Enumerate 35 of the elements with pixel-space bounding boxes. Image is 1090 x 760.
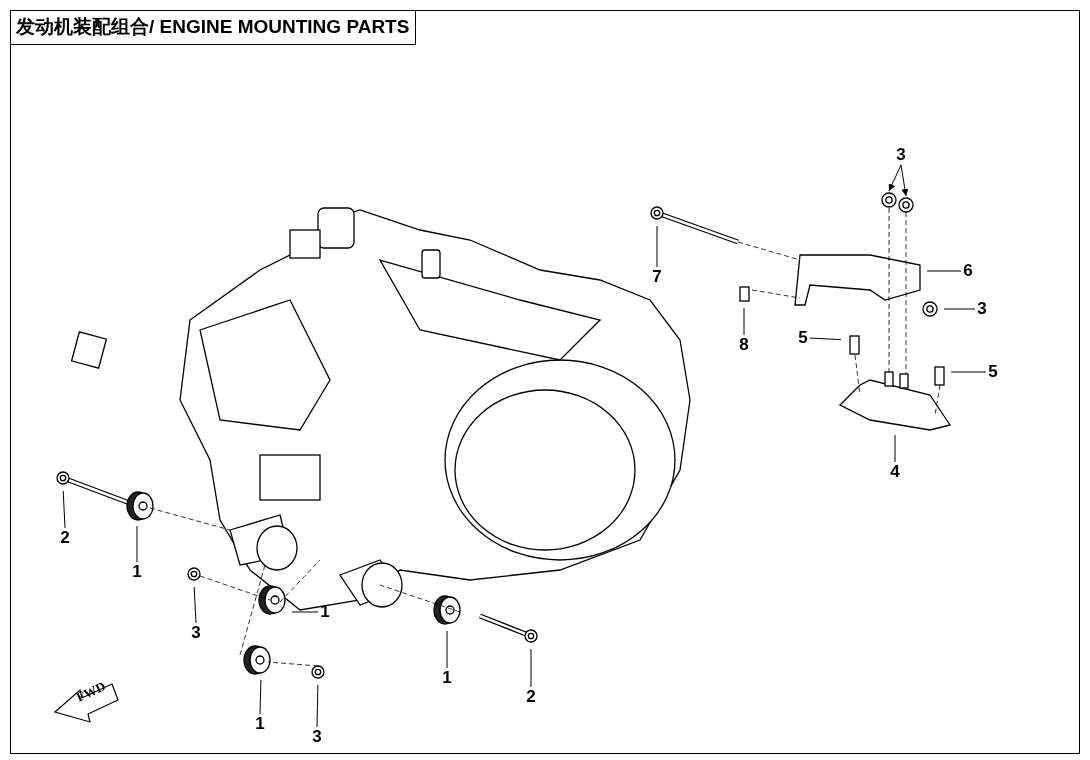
direction-label: FWD xyxy=(74,678,109,706)
leader-line xyxy=(136,525,138,563)
callout-number: 5 xyxy=(986,362,1000,382)
leader-line xyxy=(193,586,197,624)
leader-line xyxy=(926,270,962,272)
callout-number: 3 xyxy=(894,145,908,165)
leader-line xyxy=(743,307,745,336)
callout-number: 3 xyxy=(975,299,989,319)
callout-number: 8 xyxy=(737,335,751,355)
leader-line xyxy=(530,648,532,688)
leader-line xyxy=(259,679,262,715)
leader-line xyxy=(809,337,842,341)
leader-line xyxy=(62,490,66,529)
callout-number: 6 xyxy=(961,261,975,281)
leader-line xyxy=(316,684,319,728)
callout-number: 2 xyxy=(524,687,538,707)
callout-number: 1 xyxy=(253,714,267,734)
title: 发动机装配组合/ ENGINE MOUNTING PARTS xyxy=(10,10,417,45)
callout-number: 2 xyxy=(58,528,72,548)
callout-number: 7 xyxy=(650,267,664,287)
callout-number: 3 xyxy=(189,623,203,643)
callout-number: 1 xyxy=(440,668,454,688)
leader-line xyxy=(943,308,976,310)
callout-number: 1 xyxy=(318,602,332,622)
leader-line xyxy=(446,630,448,669)
callout-number: 5 xyxy=(796,328,810,348)
leader-line xyxy=(656,225,658,268)
leader-line xyxy=(900,164,909,197)
callout-number: 1 xyxy=(130,562,144,582)
leader-line xyxy=(291,611,319,613)
callout-number: 3 xyxy=(310,727,324,747)
leader-line xyxy=(888,164,902,192)
leader-line xyxy=(950,371,987,373)
leader-line xyxy=(894,434,896,463)
callout-number: 4 xyxy=(888,462,902,482)
